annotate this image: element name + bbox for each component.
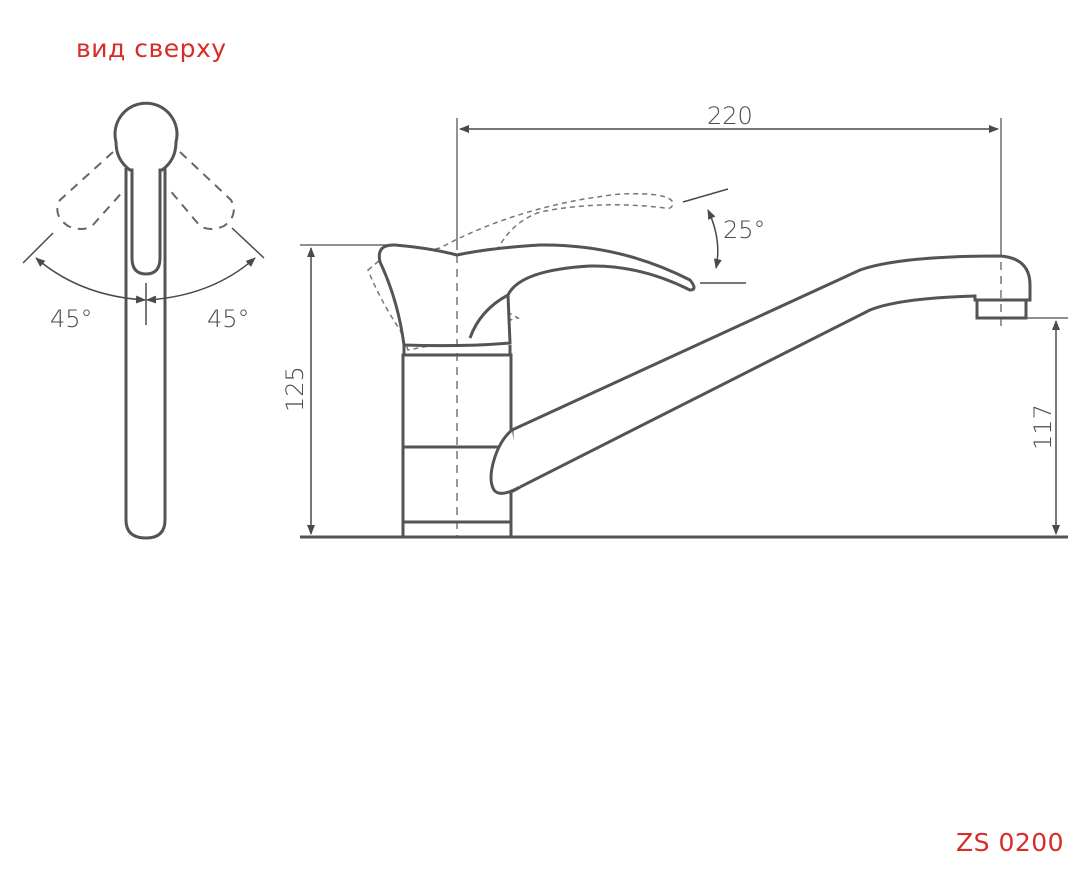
angle-arc-right	[146, 257, 256, 304]
dimension-220-label: 220	[707, 102, 753, 130]
spout-swivel-end	[489, 428, 521, 495]
side-view: 220 125 117 25°	[281, 102, 1068, 539]
dimension-117-label: 117	[1029, 404, 1057, 450]
side-view-spout	[491, 254, 1032, 496]
extension-line-left	[22, 232, 54, 264]
angle-label-left: 45°	[50, 305, 93, 333]
lever-inner-curve	[468, 293, 509, 339]
lever-angle-arc	[707, 209, 722, 269]
lever-handle	[377, 243, 696, 348]
dimension-125-label: 125	[281, 366, 309, 412]
extension-line-right	[231, 227, 265, 259]
top-view: 45° 45°	[22, 101, 265, 540]
angle-label-right: 45°	[207, 305, 250, 333]
top-view-rotated-handle-right	[167, 151, 235, 230]
top-view-rotated-handle-left	[56, 151, 127, 230]
lever-raised-position	[367, 192, 674, 351]
lever-angle-label: 25°	[723, 216, 766, 244]
model-code: ZS 0200	[956, 828, 1065, 857]
lever-angle-line-upper	[682, 188, 729, 203]
angle-arc-left	[35, 257, 146, 304]
top-view-title: вид сверху	[76, 34, 227, 63]
